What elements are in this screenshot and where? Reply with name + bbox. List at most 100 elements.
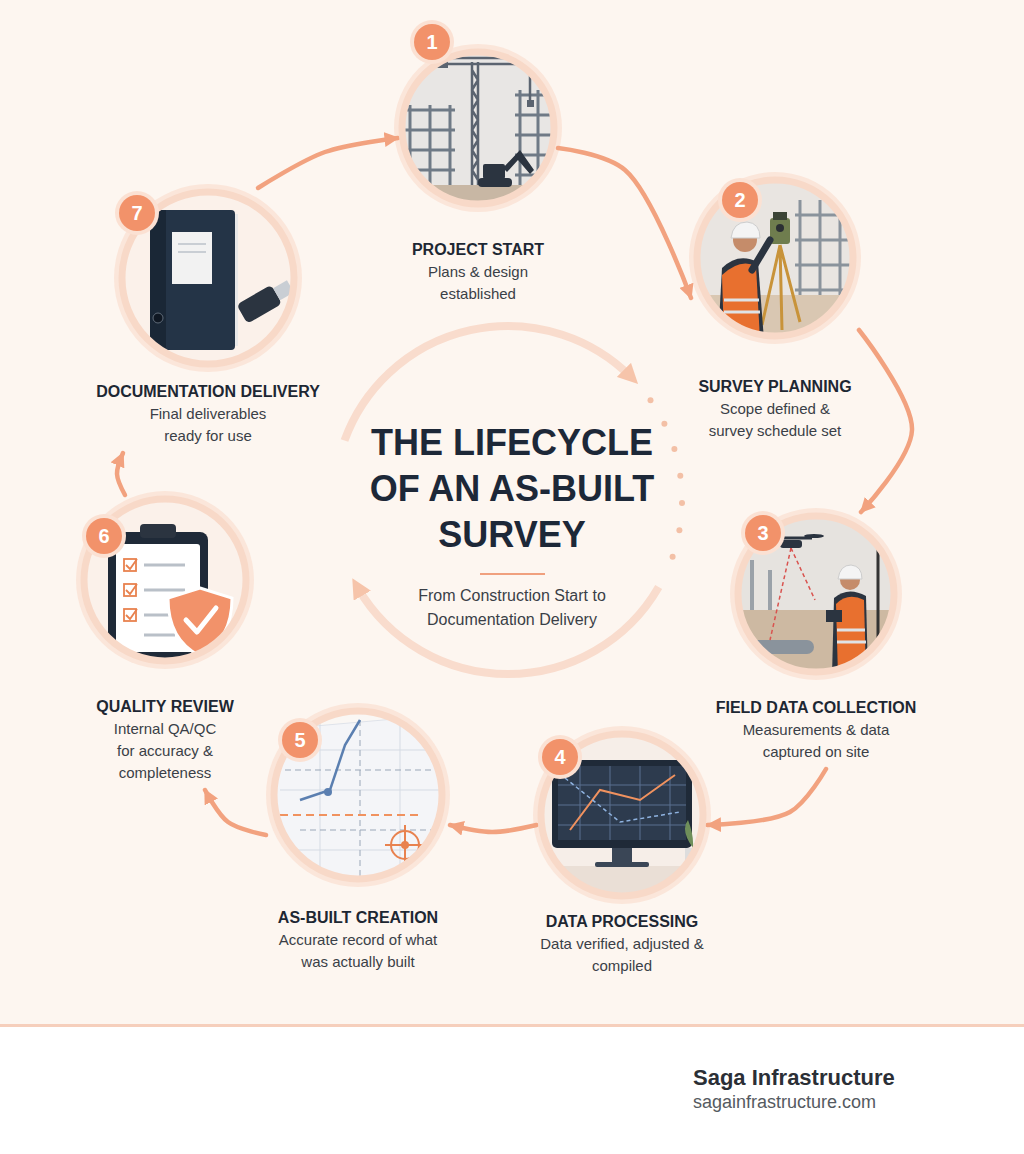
data-processing-illustration bbox=[552, 760, 692, 848]
construction-site-illustration bbox=[503, 150, 534, 174]
quality-checklist-illustration bbox=[80, 495, 250, 665]
step-title: AS-BUILT CREATION bbox=[278, 907, 438, 929]
circle-halo bbox=[114, 184, 302, 372]
binder-usb-illustration bbox=[153, 313, 163, 323]
construction-site-illustration bbox=[527, 100, 534, 107]
binder-usb-illustration bbox=[178, 244, 206, 252]
construction-site-illustration bbox=[472, 62, 478, 185]
surveyor-illustration bbox=[773, 212, 787, 220]
cycle-arrow bbox=[558, 148, 691, 298]
callout-number: 1 bbox=[414, 24, 450, 60]
circle-halo bbox=[730, 508, 902, 680]
circle-halo bbox=[76, 44, 902, 904]
field-survey-illustration bbox=[770, 548, 815, 640]
step-description: Data verified, adjusted & compiled bbox=[540, 933, 705, 977]
step-node: FIELD DATA COLLECTIONMeasurements & data… bbox=[709, 512, 924, 769]
website-url: sagainfrastructure.com bbox=[693, 1091, 876, 1113]
footer-band bbox=[0, 1024, 1024, 1027]
surveyor-illustration bbox=[762, 245, 800, 330]
center-cycle-ring bbox=[670, 554, 676, 560]
step-text: FIELD DATA COLLECTIONMeasurements & data… bbox=[709, 512, 924, 763]
binder-usb-illustration bbox=[172, 232, 212, 284]
data-processing-illustration bbox=[537, 730, 708, 906]
as-built-drawing-illustration bbox=[280, 814, 420, 816]
quality-checklist-illustration bbox=[80, 495, 250, 665]
field-survey-illustration bbox=[780, 540, 802, 548]
step-circle bbox=[693, 176, 857, 340]
step-circle bbox=[398, 48, 558, 208]
circle-halo bbox=[76, 491, 254, 669]
data-processing-illustration bbox=[558, 766, 686, 840]
cycle-arrow bbox=[205, 790, 266, 835]
binder-usb-illustration bbox=[118, 188, 298, 368]
quality-checklist-illustration bbox=[126, 559, 137, 619]
step-node: SURVEY PLANNINGScope defined & survey sc… bbox=[691, 176, 859, 448]
step-description: Measurements & data captured on site bbox=[728, 719, 904, 763]
center-cycle-ring bbox=[671, 446, 677, 452]
binder-usb-illustration bbox=[150, 210, 235, 350]
step-text: SURVEY PLANNINGScope defined & survey sc… bbox=[691, 176, 859, 442]
surveyor-illustration bbox=[724, 300, 760, 312]
field-survey-illustration bbox=[837, 630, 866, 642]
step-circle-outline bbox=[738, 516, 894, 672]
brand-name: Saga Infrastructure bbox=[693, 1065, 895, 1091]
surveyor-illustration bbox=[693, 176, 857, 345]
data-processing-illustration bbox=[558, 766, 686, 840]
step-text: PROJECT STARTPlans & design established bbox=[398, 48, 558, 305]
construction-site-illustration bbox=[398, 48, 558, 208]
construction-site-illustration bbox=[398, 185, 558, 215]
callout-number: 5 bbox=[282, 722, 318, 758]
as-built-drawing-illustration bbox=[385, 825, 425, 865]
step-circle-outline bbox=[541, 734, 703, 896]
step-title: DOCUMENTATION DELIVERY bbox=[96, 381, 320, 403]
field-survey-illustration bbox=[734, 512, 898, 680]
quality-checklist-illustration bbox=[140, 524, 176, 538]
step-description: Scope defined & survey schedule set bbox=[700, 398, 850, 442]
step-title: FIELD DATA COLLECTION bbox=[716, 697, 917, 719]
step-title: DATA PROCESSING bbox=[546, 911, 699, 933]
center-cycle-ring bbox=[676, 527, 682, 533]
quality-checklist-illustration bbox=[124, 559, 137, 621]
step-circle-outline bbox=[402, 52, 554, 204]
quality-checklist-illustration bbox=[186, 608, 216, 632]
center-cycle-ring bbox=[480, 573, 545, 575]
circle-halo bbox=[689, 172, 861, 344]
as-built-drawing-illustration bbox=[270, 707, 446, 890]
step-title: PROJECT START bbox=[412, 239, 544, 261]
step-circle-outline bbox=[274, 711, 442, 879]
field-survey-illustration bbox=[877, 540, 880, 676]
surveyor-illustration bbox=[776, 224, 784, 232]
construction-site-illustration bbox=[405, 105, 455, 190]
binder-usb-illustration bbox=[118, 188, 298, 368]
step-description: Accurate record of what was actually bui… bbox=[269, 929, 447, 973]
cycle-arrow bbox=[258, 138, 398, 188]
footer-band bbox=[0, 1025, 1024, 1154]
surveyor-illustration bbox=[731, 222, 760, 238]
footer-band bbox=[0, 1024, 1024, 1154]
diagram-caption: From Construction Start to Documentation… bbox=[412, 584, 612, 632]
step-node: PROJECT STARTPlans & design established bbox=[398, 48, 558, 311]
construction-site-illustration bbox=[398, 48, 560, 215]
center-cycle-ring bbox=[661, 421, 667, 427]
step-circle-outline bbox=[697, 180, 853, 336]
construction-site-illustration bbox=[478, 150, 534, 187]
cycle-arrow bbox=[450, 825, 537, 832]
callout-number: 6 bbox=[86, 518, 122, 554]
center-cycle-ring bbox=[648, 397, 654, 403]
step-node: DOCUMENTATION DELIVERYFinal deliverables… bbox=[89, 188, 327, 453]
data-processing-illustration bbox=[565, 778, 680, 822]
center-cycle-ring bbox=[679, 500, 685, 506]
surveyor-illustration bbox=[762, 245, 800, 330]
step-description: Plans & design established bbox=[403, 261, 553, 305]
step-title: SURVEY PLANNING bbox=[698, 376, 851, 398]
field-survey-illustration bbox=[826, 610, 842, 622]
field-survey-illustration bbox=[734, 640, 814, 654]
callout-number: 2 bbox=[722, 182, 758, 218]
step-circle-outline bbox=[84, 499, 246, 661]
as-built-drawing-illustration bbox=[401, 841, 409, 849]
